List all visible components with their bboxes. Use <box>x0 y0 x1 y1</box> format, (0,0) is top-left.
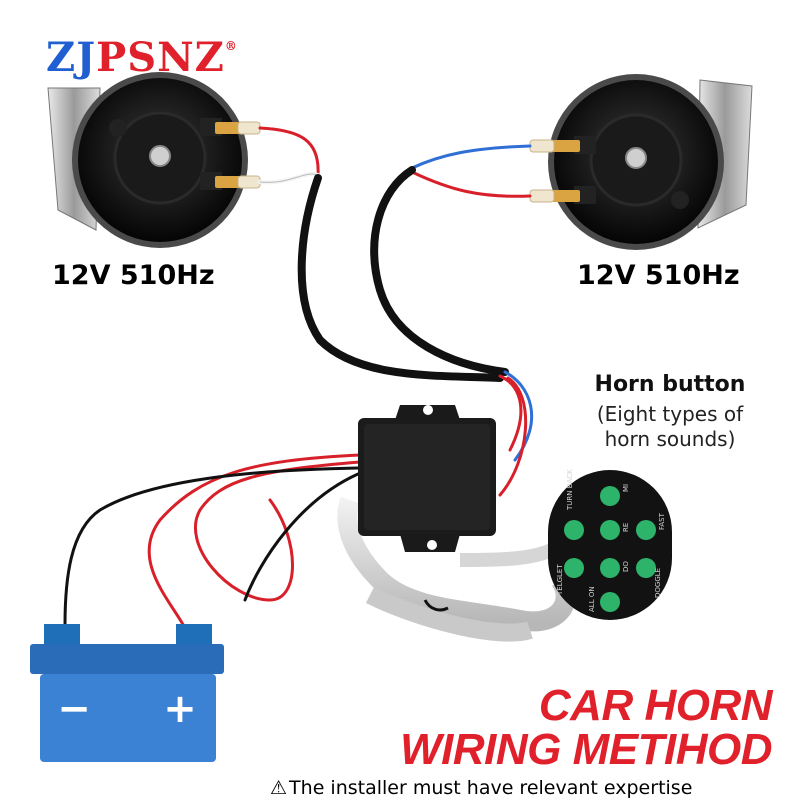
wires <box>63 126 534 630</box>
pad-label-7: ALL ON <box>588 586 596 612</box>
pad-button-2 <box>564 520 584 540</box>
ribbon-cable-coil <box>365 586 533 642</box>
wire-bundle-blue <box>503 370 534 462</box>
horn-button-title: Horn button <box>594 372 746 397</box>
horn-left-bolt <box>149 145 171 167</box>
horn-right-sleeve-1 <box>529 139 555 153</box>
horn-right-spec: 12V 510Hz <box>577 260 740 291</box>
module-hole-bottom <box>427 540 437 550</box>
horn-right-vent <box>671 191 689 209</box>
pad-body <box>548 470 672 620</box>
pad-label-4: RE <box>622 523 630 532</box>
wire-battery-positive <box>147 453 362 630</box>
horn-button-note-line1: (Eight types of <box>596 402 744 426</box>
horn-button-pad: TURN BACK MI FAST RE DO TELGLET ALL ON D… <box>548 469 672 620</box>
pad-label-6: TELGLET <box>556 564 564 596</box>
pad-label-1: TURN BACK <box>566 469 574 511</box>
horn-left-sleeve-1 <box>237 121 261 135</box>
wire-right-blue <box>410 144 532 170</box>
ribbon-cable-to-button <box>459 539 565 567</box>
wire-battery-positive-loop <box>193 460 362 602</box>
pad-button-3 <box>600 520 620 540</box>
horn-right-sleeve-2 <box>529 189 555 203</box>
battery: − + <box>30 624 224 762</box>
battery-minus-label: − <box>57 686 91 732</box>
ribbon-cable-loop <box>337 496 576 632</box>
pad-label-5: DO <box>622 561 630 572</box>
brand-logo: ZJPSNZ® <box>46 38 238 78</box>
pad-button-7 <box>636 558 656 578</box>
pad-label-2: MI <box>622 484 630 492</box>
horn-left-sleeve-2 <box>237 175 261 189</box>
installer-warning-text: The installer must have relevant experti… <box>289 777 693 799</box>
horn-left-spec: 12V 510Hz <box>52 260 215 291</box>
installer-warning: ⚠The installer must have relevant expert… <box>270 776 800 800</box>
wire-bundle-red <box>498 374 523 452</box>
battery-lid <box>30 644 224 674</box>
horn-left <box>47 72 261 248</box>
horn-left-connector-2 <box>215 176 243 188</box>
brand-logo-part1: ZJ <box>46 34 97 81</box>
headline-line2: WIRING METIHOD <box>400 725 772 774</box>
battery-terminal-positive <box>176 624 212 644</box>
pad-label-8: DOGGLE <box>654 568 662 598</box>
horn-right-bolt <box>625 147 647 169</box>
wire-left-sheath <box>297 174 504 382</box>
horn-left-connector-1 <box>215 122 243 134</box>
wire-battery-negative <box>63 466 360 627</box>
horn-right <box>529 74 753 250</box>
wire-bundle-red-2 <box>498 376 528 497</box>
horn-left-vent <box>109 119 127 137</box>
battery-case <box>40 674 216 762</box>
pad-button-6 <box>600 558 620 578</box>
headline-line1: CAR HORN <box>538 681 773 730</box>
wire-left-white <box>258 172 320 185</box>
module-hole-top <box>423 405 433 415</box>
wire-battery-negative-2 <box>243 472 360 602</box>
wire-left-white-edge <box>259 173 319 183</box>
module-face <box>364 424 490 530</box>
pad-label-3: FAST <box>658 512 666 530</box>
horn-right-connector-1 <box>552 140 580 152</box>
warning-icon: ⚠ <box>270 777 288 799</box>
registered-mark: ® <box>224 39 238 53</box>
wire-right-red <box>410 170 532 198</box>
pad-button-1 <box>600 486 620 506</box>
wire-left-red <box>258 126 320 177</box>
ribbon-cable-tie <box>423 599 449 612</box>
pad-button-8 <box>600 592 620 612</box>
brand-logo-part2: PSNZ <box>96 34 225 81</box>
pad-button-5 <box>564 558 584 578</box>
wire-right-sheath <box>370 166 509 376</box>
horn-right-connector-2 <box>552 190 580 202</box>
battery-terminal-negative <box>44 624 80 644</box>
pad-button-4 <box>636 520 656 540</box>
horn-button-note-line2: horn sounds) <box>604 427 736 451</box>
horn-button-note: (Eight types of horn sounds) <box>570 402 770 452</box>
battery-plus-label: + <box>163 686 197 732</box>
control-module <box>358 405 496 552</box>
